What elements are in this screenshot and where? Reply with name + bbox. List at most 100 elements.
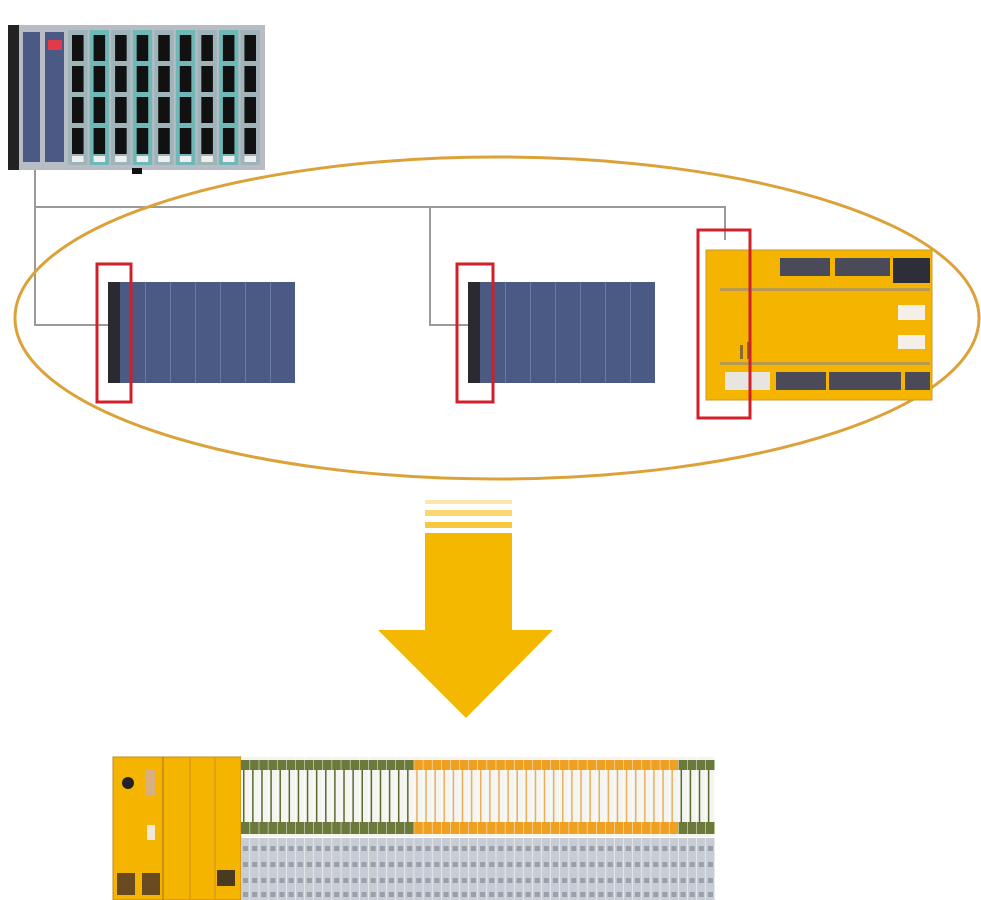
terminal-module (250, 757, 259, 837)
terminal-module (578, 757, 587, 837)
terminal-module (341, 757, 350, 837)
terminal-module (304, 757, 314, 837)
io-connector (136, 128, 149, 154)
io-connector (244, 66, 256, 92)
terminal-block (829, 372, 901, 390)
io-connector (158, 97, 170, 123)
io-connector (136, 66, 149, 92)
highlight-interface-3 (696, 228, 752, 420)
io-connector (244, 128, 256, 154)
highlight-interface-1 (95, 262, 133, 404)
terminal-module (651, 757, 660, 837)
remote-io-station-1 (108, 282, 295, 383)
cpu-status-led (48, 40, 62, 50)
io-connector (201, 35, 213, 61)
terminal-module (441, 757, 451, 837)
io-connector (115, 97, 127, 123)
io-connector (158, 66, 170, 92)
migration-scope-ellipse (13, 155, 981, 481)
terminal-module (705, 757, 715, 837)
connection-to-remote-1 (34, 170, 108, 326)
io-connector (179, 97, 192, 123)
terminal-block (835, 258, 890, 276)
io-connector (72, 66, 84, 92)
power-module (23, 32, 40, 162)
terminal-module (514, 757, 524, 837)
io-connector (115, 35, 127, 61)
terminal-module (432, 757, 442, 837)
io-connector (136, 35, 149, 61)
io-connector (158, 128, 170, 154)
io-connector (93, 97, 106, 123)
io-connector (136, 97, 149, 123)
terminal-module (295, 757, 305, 837)
io-connector (93, 128, 106, 154)
terminal-module (560, 757, 569, 837)
terminal-block (893, 258, 930, 283)
cpu-module (45, 32, 64, 162)
io-connector (201, 128, 213, 154)
io-connector (222, 97, 235, 123)
terminal-module (368, 757, 378, 837)
down-arrow-icon (378, 500, 553, 718)
terminal-module (696, 757, 706, 837)
terminal-module (614, 757, 624, 837)
terminal-module (550, 757, 560, 837)
terminal-module (605, 757, 615, 837)
terminal-module (414, 757, 423, 837)
terminal-module (286, 757, 296, 837)
interface-module (108, 282, 120, 383)
terminal-module (450, 757, 460, 837)
terminal-module (405, 757, 414, 837)
terminal-module (587, 757, 596, 837)
terminal-module (350, 757, 359, 837)
terminal-module (660, 757, 669, 837)
io-connector (93, 35, 106, 61)
io-connector (179, 35, 192, 61)
terminal-module (678, 757, 688, 837)
terminal-module (459, 757, 469, 837)
terminal-module (505, 757, 514, 837)
io-connector (72, 35, 84, 61)
remote-rack (468, 282, 655, 383)
terminal-module (332, 757, 341, 837)
terminal-module (386, 757, 396, 837)
terminal-module (395, 757, 405, 837)
terminal-module (623, 757, 633, 837)
io-connector (115, 66, 127, 92)
terminal-module (359, 757, 369, 837)
terminal-module (596, 757, 606, 837)
io-connector (222, 35, 235, 61)
terminal-block (780, 258, 830, 276)
terminal-module (642, 757, 651, 837)
io-connector (179, 128, 192, 154)
label-slot (898, 335, 925, 349)
io-connector (72, 97, 84, 123)
interface-port (725, 372, 770, 390)
io-connector (72, 128, 84, 154)
remote-rack (108, 282, 295, 383)
terminal-module (259, 757, 268, 837)
io-connector (222, 66, 235, 92)
terminal-module (569, 757, 578, 837)
terminal-block (776, 372, 826, 390)
remote-io-station-2 (468, 282, 655, 383)
terminal-module (478, 757, 487, 837)
terminal-module (268, 757, 277, 837)
io-connector (93, 66, 106, 92)
terminal-module (377, 757, 387, 837)
io-connector (115, 128, 127, 154)
terminal-module (241, 757, 250, 837)
safety-controller-board (705, 249, 933, 401)
terminal-block (905, 372, 930, 390)
terminal-module (523, 757, 533, 837)
interface-module (468, 282, 480, 383)
terminal-module (669, 757, 679, 837)
label-slot (898, 305, 925, 320)
central-controller-rack (8, 25, 265, 174)
new-safety-plc-system (112, 756, 715, 900)
io-connector (179, 66, 192, 92)
io-connector (158, 35, 170, 61)
highlight-interface-2 (455, 262, 495, 404)
